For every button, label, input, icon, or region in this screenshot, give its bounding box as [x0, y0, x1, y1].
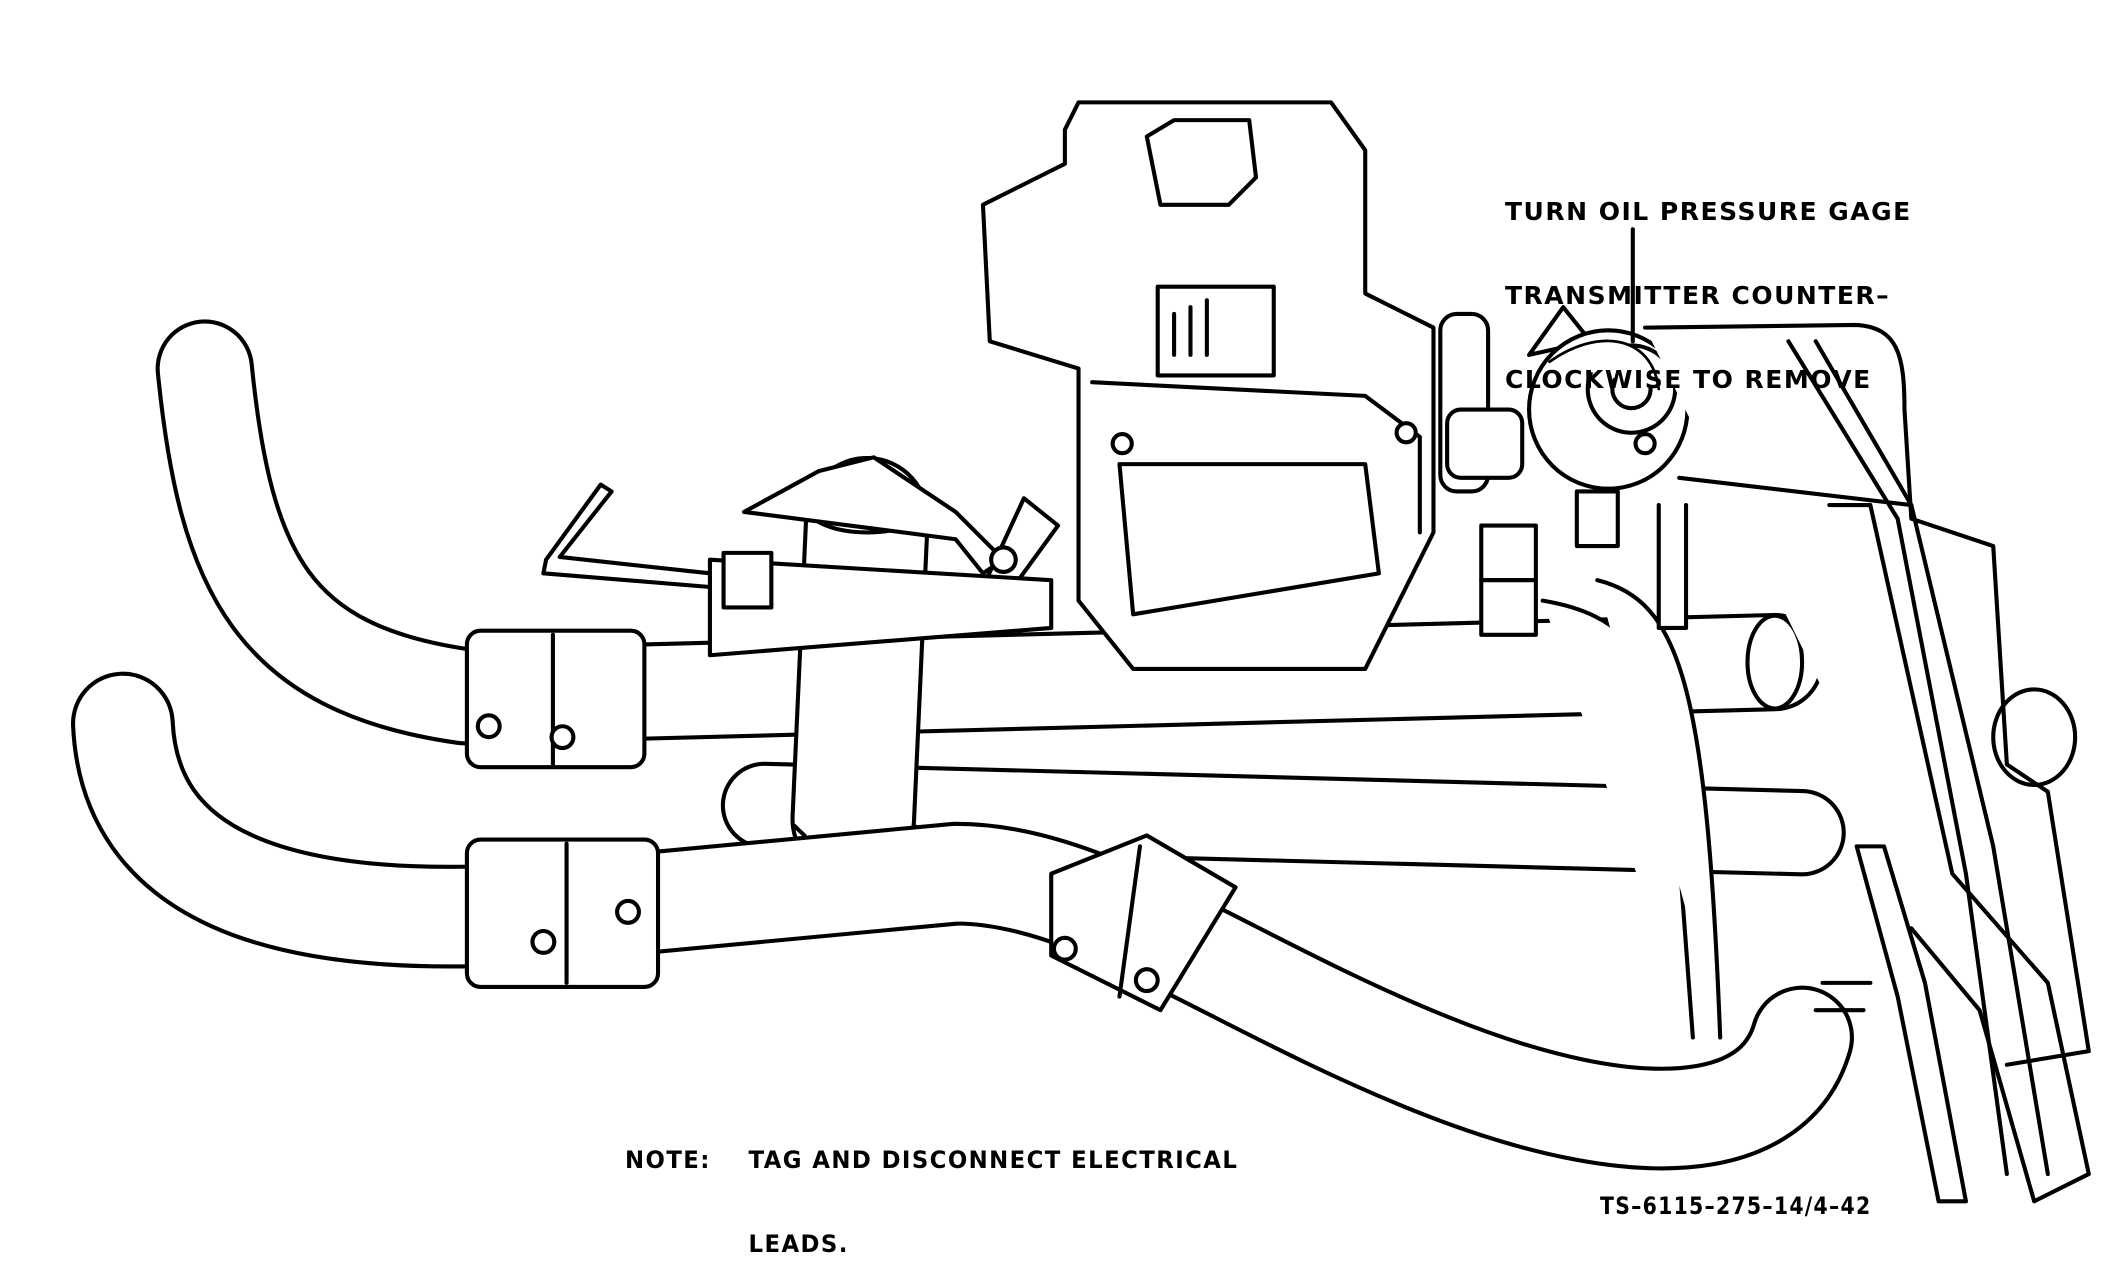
hose-clamp [464, 628, 647, 770]
pipe-fittings [1438, 311, 1723, 1040]
engine-hose-illustration [70, 100, 2091, 1204]
note-block: NOTE: TAG AND DISCONNECT ELECTRICAL LEADS… [625, 1090, 1238, 1286]
callout-line: TRANSMITTER COUNTER– [1505, 281, 1891, 310]
note-label: NOTE: [625, 1146, 711, 1174]
figure-id: TS–6115–275–14/4–42 [1600, 1192, 1872, 1220]
transmitter-removal-callout: TURN OIL PRESSURE GAGE TRANSMITTER COUNT… [1505, 142, 1912, 422]
hose-clamp [1049, 833, 1238, 1013]
callout-line: CLOCKWISE TO REMOVE [1505, 365, 1872, 394]
governor-housing [980, 100, 1436, 671]
upper-coolant-hose [155, 319, 1824, 746]
note-line: LEADS. [748, 1230, 849, 1258]
frame-rails [1643, 322, 2091, 1204]
note-line: TAG AND DISCONNECT ELECTRICAL [748, 1146, 1239, 1174]
callout-line: TURN OIL PRESSURE GAGE [1505, 197, 1912, 226]
mounting-bracket [541, 455, 1061, 658]
oil-pressure-transmitter [1527, 305, 1690, 491]
hose-clamp [464, 837, 661, 990]
